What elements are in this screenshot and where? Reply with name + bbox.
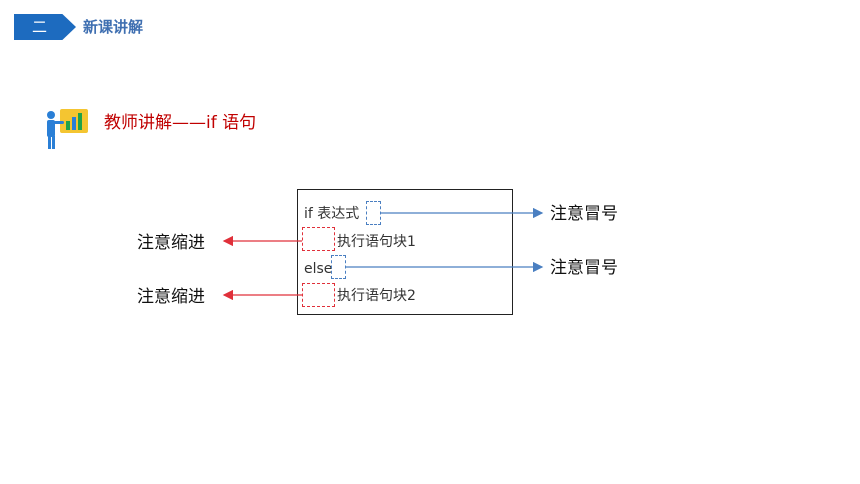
section-title: 新课讲解 xyxy=(83,18,144,36)
code-line-else: else xyxy=(304,261,333,277)
colon-marker-if xyxy=(366,201,381,225)
indent-marker-2 xyxy=(302,283,335,307)
section-badge: 二 xyxy=(14,14,76,40)
teacher-presenting-chart-icon xyxy=(47,109,88,149)
lecture-heading: 教师讲解——if 语句 xyxy=(104,113,257,133)
indent-note-2: 注意缩进 xyxy=(137,287,205,307)
indent-note-1: 注意缩进 xyxy=(137,233,205,253)
code-line-if: if 表达式 xyxy=(304,206,360,222)
code-line-block2: 执行语句块2 xyxy=(337,288,416,304)
colon-note-1: 注意冒号 xyxy=(550,204,618,224)
code-structure-box xyxy=(297,189,513,315)
code-line-block1: 执行语句块1 xyxy=(337,234,416,250)
indent-marker-1 xyxy=(302,227,335,251)
colon-note-2: 注意冒号 xyxy=(550,258,618,278)
colon-marker-else xyxy=(331,255,346,279)
